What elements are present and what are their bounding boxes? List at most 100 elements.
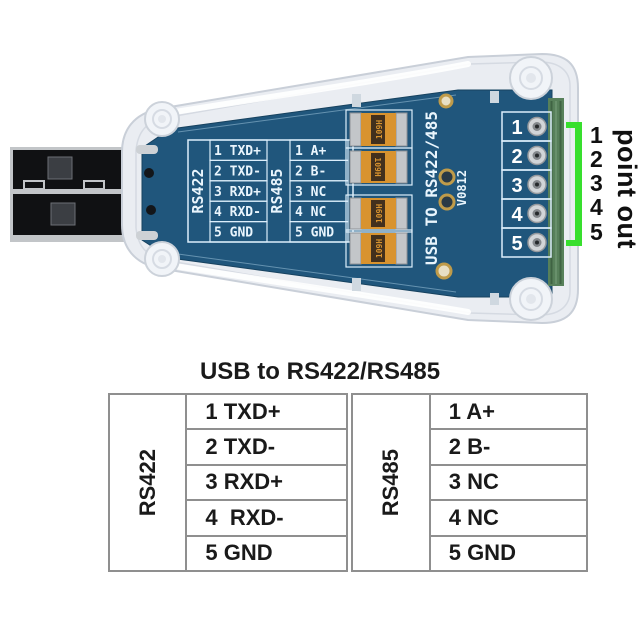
silk-rs422-pin: 4 RXD- [214, 205, 261, 220]
fuse-silk-outline [345, 194, 413, 233]
rs422-pin-cell: 3 RXD+ [185, 463, 349, 502]
table-row: 5 GND [352, 534, 588, 572]
table-row: 4 NC [352, 499, 588, 537]
rs422-label-cell: RS422 [107, 393, 188, 572]
pinout-tables: RS422 1 TXD+ 2 TXD- 3 RXD+ 4 RXD- 5 GND … [107, 392, 588, 572]
callout-number: 4 [590, 194, 603, 220]
pinout-table-title: USB to RS422/RS485 [199, 358, 441, 385]
solder-pad [527, 174, 547, 195]
corner-boss [509, 277, 553, 321]
corner-boss [144, 101, 180, 137]
case-corner-bosses [144, 56, 553, 321]
table-row: 2 B- [352, 428, 588, 466]
solder-pad [527, 232, 547, 253]
usb-window-top [47, 156, 73, 180]
silk-rs485-pin: 3 NC [295, 185, 326, 200]
bracket-top-tick [566, 122, 582, 128]
silk-rs422-pin: 5 GND [214, 226, 253, 241]
pcb-pin-number: 2 [511, 146, 522, 168]
via [435, 262, 453, 280]
pcb-pin-number: 4 [511, 204, 523, 226]
pcb-pin-number: 1 [511, 117, 522, 139]
rs485-pin-cell: 4 NC [428, 499, 588, 537]
silk-rs485-pin: 4 NC [295, 205, 326, 220]
silk-rs422-pin: 2 TXD- [214, 164, 261, 179]
rs422-pin-cell: 2 TXD- [185, 428, 349, 466]
via [438, 193, 456, 211]
fuse-label: 109H [373, 157, 382, 176]
silk-rs485-label: RS485 [268, 168, 286, 213]
callout-number: 1 [590, 122, 603, 148]
rs485-pin-cell: 2 B- [428, 428, 588, 466]
silk-rs485-pin: 2 B- [295, 164, 326, 179]
rs422-table: RS422 1 TXD+ 2 TXD- 3 RXD+ 4 RXD- 5 GND [107, 392, 349, 572]
case-post [352, 94, 361, 107]
case-post [490, 293, 499, 305]
rs422-pin-cell: 4 RXD- [185, 499, 349, 537]
callout-number: 2 [590, 146, 603, 172]
silk-rs422-pin: 3 RXD+ [214, 185, 261, 200]
fuse-component: 109H [349, 112, 408, 147]
usb-anchor-pad [136, 231, 158, 240]
table-row: RS485 1 A+ [351, 392, 588, 572]
pcb-edge-trace [177, 253, 457, 293]
silk-cell [209, 221, 268, 243]
solder-pad [527, 145, 547, 166]
fuse-label: 109H [375, 239, 384, 258]
case-highlight-bottom [159, 261, 471, 315]
rs485-label: RS485 [378, 448, 404, 517]
silk-rs485-pin: 5 GND [295, 226, 334, 241]
silk-rs485-pin: 1 A+ [295, 144, 326, 159]
pcb-edge-trace [177, 94, 457, 133]
callout-number: 5 [590, 219, 603, 245]
adapter-photo: 1 TXD+ 2 TXD- 3 RXD+ 4 RXD- 5 GND 1 A+ 2… [10, 52, 640, 325]
callout-bracket [566, 122, 582, 246]
table-row: 3 RXD+ [109, 463, 349, 502]
fuse-silk-outline [345, 229, 413, 268]
silk-rs422-label: RS422 [189, 168, 207, 213]
table-row: 2 TXD- [109, 428, 349, 466]
rs485-pin-cell: 1 A+ [428, 392, 588, 431]
board-marking-main: USB TO RS422/485 [422, 111, 441, 265]
bracket-bottom-tick [566, 240, 582, 246]
through-hole [144, 168, 154, 178]
usb-window-bottom [50, 202, 76, 226]
usb-plug [10, 147, 132, 242]
solder-pads [527, 116, 547, 253]
case-post [352, 278, 361, 291]
usb-seam-tab [83, 180, 105, 190]
fuse-components: 109H 109H 109H 109H [345, 109, 413, 268]
via [438, 168, 456, 186]
fuse-silk-outline [345, 147, 413, 186]
fuse-component: 109H [349, 232, 408, 265]
solder-pad [527, 203, 547, 224]
table-row: 4 RXD- [109, 499, 349, 537]
table-row: RS422 1 TXD+ [107, 392, 349, 572]
rs422-label: RS422 [134, 448, 160, 517]
usb-shell-seam [13, 189, 132, 194]
callout-number: 3 [590, 170, 603, 196]
fuse-label: 109H [375, 120, 384, 139]
silkscreen-pin-table: 1 TXD+ 2 TXD- 3 RXD+ 4 RXD- 5 GND 1 A+ 2… [187, 139, 354, 243]
bracket-bar [575, 122, 582, 246]
pcb-pin-number: 5 [511, 233, 522, 255]
table-row: 5 GND [109, 534, 349, 572]
solder-pad [527, 116, 547, 137]
corner-boss [144, 241, 180, 277]
callout-numbers: 1 2 3 4 5 [590, 122, 603, 245]
usb-anchor-pad [136, 145, 158, 154]
terminal-pins: 1 2 3 4 5 [501, 111, 552, 258]
case-post [490, 91, 499, 103]
rs485-pin-cell: 5 GND [428, 534, 588, 572]
rs485-table: RS485 1 A+ 2 B- 3 NC 4 NC 5 GND [351, 392, 588, 572]
rs422-pin-cell: 1 TXD+ [185, 392, 349, 431]
board-marking-version: V0812 [455, 170, 469, 206]
point-out-label: point out [612, 129, 640, 249]
fuse-component: 109H [349, 197, 408, 230]
through-hole [146, 205, 156, 215]
usb-seam-tab [23, 180, 45, 190]
case-highlight-top [159, 61, 471, 117]
fuse-label: 109H [375, 204, 384, 223]
rs485-pin-cell: 3 NC [428, 463, 588, 502]
